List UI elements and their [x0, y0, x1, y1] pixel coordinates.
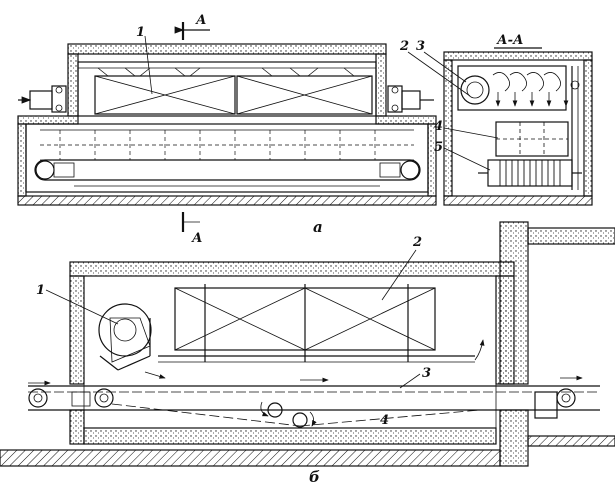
section-aa-fan	[460, 75, 490, 105]
view-b-fan	[98, 303, 152, 371]
section-aa-label-2: 2	[399, 39, 409, 54]
view-a-conveyor	[25, 123, 429, 193]
view-section-aa: А-А	[399, 33, 593, 206]
view-a-right-roller	[400, 160, 420, 180]
section-cut-a	[174, 22, 210, 232]
view-b-heater	[158, 284, 475, 363]
view-a-label-1: 1	[136, 25, 145, 40]
section-aa-label-3: 3	[416, 39, 425, 54]
view-b-shell	[0, 221, 615, 467]
view-a-heater-housing	[77, 61, 377, 117]
view-a-motor-right	[387, 85, 434, 113]
section-aa-label-4: 4	[434, 119, 443, 134]
view-a-left-roller	[35, 160, 55, 180]
section-aa-label-5: 5	[434, 140, 443, 155]
section-aa-title: А-А	[496, 33, 524, 48]
view-b-label-4: 4	[380, 413, 389, 428]
view-b: 1 2 3 4 б	[0, 221, 615, 486]
view-a-chamber-walls	[17, 43, 437, 206]
view-b-label-3: 3	[422, 366, 431, 381]
view-b-left-roller	[28, 388, 48, 408]
caption-b: б	[309, 468, 320, 486]
section-label-bottom: А	[191, 231, 203, 246]
view-a: А А 1 а	[17, 13, 437, 246]
section-label-top: А	[195, 13, 207, 28]
view-b-label-1: 1	[36, 283, 45, 298]
view-b-label-2: 2	[412, 235, 422, 250]
view-b-conveyor	[28, 375, 600, 419]
caption-a: а	[313, 218, 323, 236]
view-a-motor-left	[18, 85, 67, 113]
